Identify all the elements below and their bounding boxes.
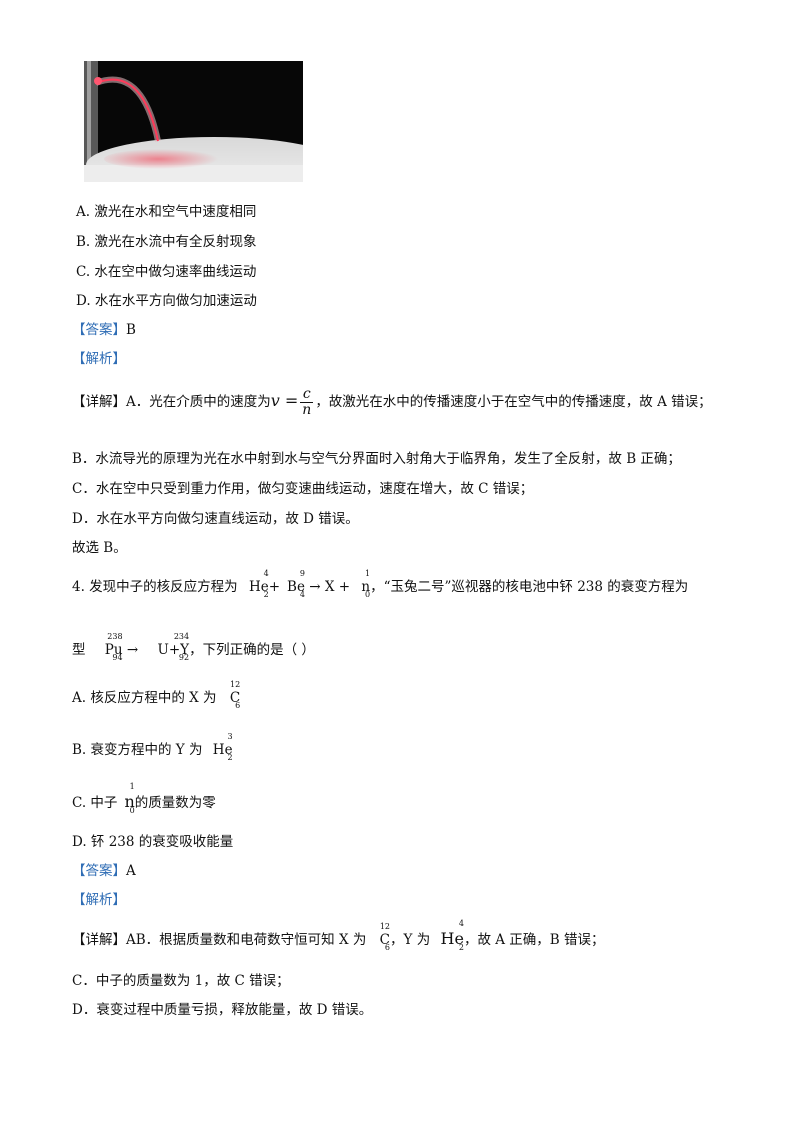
answer-value: A (126, 863, 136, 879)
q3-detail-b: B．水流导光的原理为光在水中射到水与空气分界面时入射角大于临界角，发生了全反射，… (72, 451, 681, 467)
q4-option-c-post: 的质量数为零 (134, 795, 216, 811)
detail-tag: 【详解】 (72, 394, 126, 410)
answer-value: B (126, 322, 136, 338)
detail-ab-mid: ，Y 为 (390, 932, 431, 948)
q4-line2-post: ，下列正确的是（ ） (189, 642, 315, 658)
arrow-icon: → (309, 579, 321, 595)
detail-a-post: ，故激光在水中的传播速度小于在空气中的传播速度，故 A 错误； (315, 394, 712, 410)
q4-analysis-tag: 【解析】 (72, 892, 126, 908)
isotope-mass: 234 (173, 632, 190, 641)
isotope-mass: 12 (229, 680, 241, 689)
answer-tag: 【答案】 (72, 322, 126, 338)
isotope-charge: 6 (235, 701, 241, 710)
q3-option-a: A. 激光在水和空气中速度相同 (76, 204, 257, 220)
q3-detail-c: C．水在空中只受到重力作用，做匀变速曲线运动，速度在增大，故 C 错误； (72, 481, 534, 497)
q4-option-a-text: A. 核反应方程中的 X 为 (72, 690, 217, 706)
isotope-charge: 6 (384, 943, 391, 952)
isotope-mass: 12 (379, 922, 391, 931)
q4-option-d: D. 钚 238 的衰变吸收能量 (72, 834, 234, 850)
q3-analysis-tag: 【解析】 (72, 351, 126, 367)
laser-water-photo (84, 61, 303, 182)
isotope-mass: 1 (365, 569, 371, 578)
isotope-symbol: U+Y (157, 642, 190, 658)
q3-choice: 故选 B。 (72, 540, 127, 556)
q3-answer: 【答案】B (72, 318, 136, 338)
isotope-symbol: C (229, 690, 241, 706)
q3-option-c: C. 水在空中做匀速率曲线运动 (76, 264, 257, 280)
detail-tag: 【详解】 (72, 932, 126, 948)
detail-ab-pre: AB．根据质量数和电荷数守恒可知 X 为 (126, 932, 367, 948)
isotope-mass: 1 (129, 782, 135, 791)
answer-tag: 【答案】 (72, 863, 126, 879)
isotope-symbol: He (248, 579, 269, 595)
formula-v: v = (270, 391, 299, 410)
detail-a-text: A．光在介质中的速度为 (126, 394, 271, 410)
isotope-charge: 94 (112, 653, 123, 662)
isotope-mass: 9 (299, 569, 305, 578)
isotope-symbol: He (212, 742, 233, 758)
isotope-mass: 4 (263, 569, 269, 578)
isotope-charge: 0 (129, 806, 135, 815)
q4-stem-post: ，“玉兔二号”巡视器的核电池中钚 238 的衰变方程为 (370, 579, 689, 595)
q4-detail-d: D．衰变过程中质量亏损，释放能量，故 D 错误。 (72, 1002, 373, 1018)
isotope-charge: 2 (227, 753, 233, 762)
q4-stem-pre: 4. 发现中子的核反应方程为 (72, 579, 238, 595)
q3-detail-d: D．水在水平方向做匀速直线运动，故 D 错误。 (72, 511, 359, 527)
isotope-charge: 4 (299, 590, 305, 599)
isotope-charge: 92 (178, 653, 190, 662)
isotope-mass: 4 (458, 919, 464, 928)
isotope-symbol: n (361, 579, 371, 595)
product-x: X + (324, 579, 351, 595)
isotope-symbol: C (379, 932, 391, 948)
isotope-mass: 238 (107, 632, 123, 641)
formula-numerator: c (300, 387, 314, 403)
isotope-mass: 3 (227, 732, 233, 741)
q4-option-b-text: B. 衰变方程中的 Y 为 (72, 742, 203, 758)
q3-option-b: B. 激光在水流中有全反射现象 (76, 234, 257, 250)
isotope-charge: 2 (458, 943, 464, 952)
isotope-charge: 2 (263, 590, 269, 599)
q3-option-d: D. 水在水平方向做匀加速运动 (76, 293, 257, 309)
isotope-charge: 0 (365, 590, 371, 599)
q4-answer: 【答案】A (72, 859, 136, 879)
q4-detail-c: C．中子的质量数为 1，故 C 错误； (72, 973, 290, 989)
plus-sign: + (268, 579, 281, 595)
formula-denominator: n (302, 402, 312, 418)
arrow-icon: → (126, 642, 139, 658)
isotope-symbol: Pu (104, 642, 123, 658)
detail-ab-post: ，故 A 正确，B 错误； (463, 932, 605, 948)
isotope-symbol: He (440, 929, 464, 948)
q4-option-c-pre: C. 中子 (72, 795, 118, 811)
q4-line2-pre: 型 (72, 642, 86, 658)
isotope-symbol: n (124, 792, 135, 811)
isotope-symbol: Be (287, 579, 305, 595)
laser-water-stream-photo-icon (84, 61, 303, 182)
